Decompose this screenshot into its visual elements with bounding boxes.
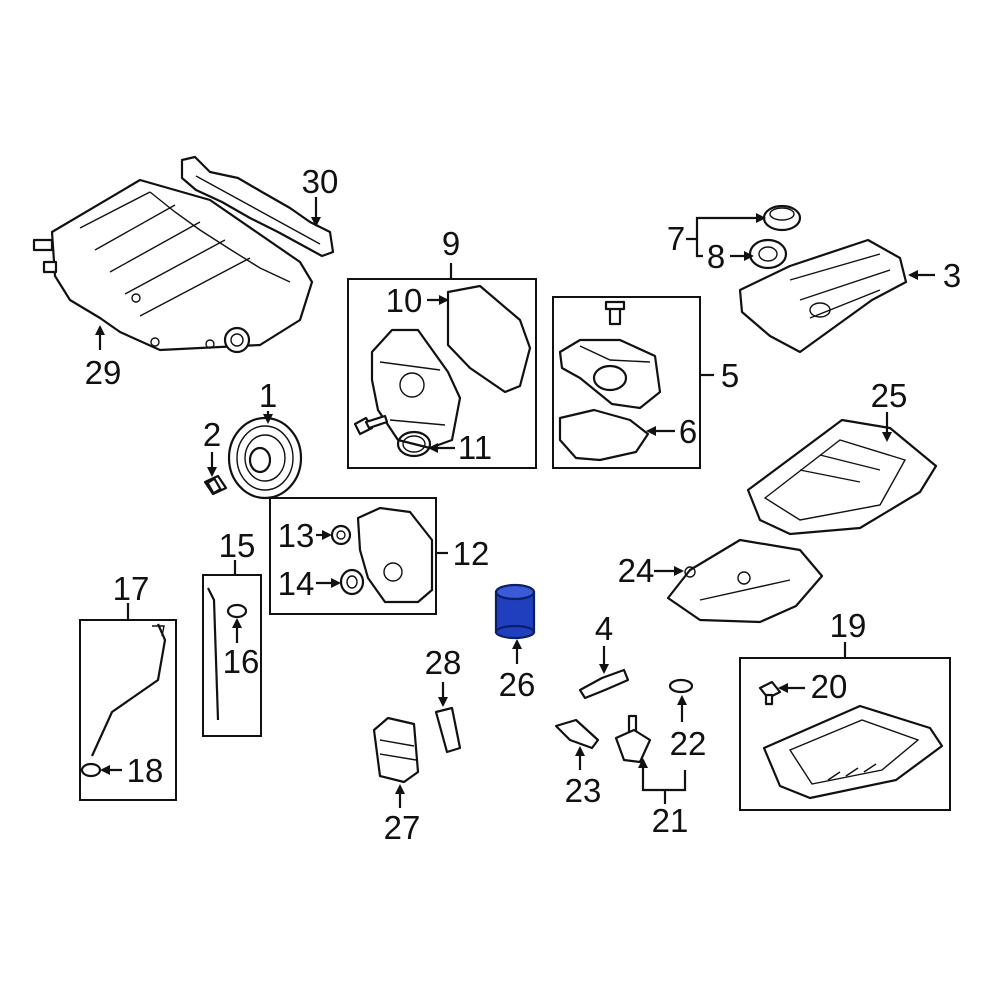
leader-7a [686,213,766,241]
callout-15: 15 [219,527,256,564]
dipstick-tube-part [90,623,167,757]
callout-27: 27 [384,809,421,846]
callout-2: 2 [203,416,221,453]
callout-17: 17 [113,570,150,607]
callout-16: 16 [223,643,260,680]
callout-18: 18 [127,752,164,789]
timing-cover-gasket-part [446,284,532,394]
callout-29: 29 [85,354,122,391]
upper-oil-pan-part [746,418,938,536]
callout-8: 8 [707,238,725,275]
callout-24: 24 [618,552,655,589]
manifold-gasket-part [180,155,335,258]
callout-4: 4 [595,610,613,647]
callout-5: 5 [721,357,739,394]
filler-seal-part [748,238,788,270]
valve-cover-part [738,238,908,354]
callout-25: 25 [871,377,908,414]
callout-19: 19 [830,607,867,644]
oil-cooler-part [372,716,420,784]
leader-7b [695,239,703,258]
sensor-23-part [554,718,600,750]
crank-pulley-part [227,416,303,500]
callout-3: 3 [943,257,961,294]
callout-13: 13 [278,517,315,554]
group-box-5 [552,296,701,469]
seal-14-part [339,568,365,596]
callout-26: 26 [499,666,536,703]
pulley-bolt-part [203,474,228,496]
pump-gasket-part [558,408,650,462]
filler-seal-inner [758,246,778,262]
seal-13-part [330,524,352,546]
oil-baffle-part [666,538,824,624]
callout-1: 1 [259,377,277,414]
callout-11: 11 [458,429,492,466]
callout-30: 30 [302,163,339,200]
callout-6: 6 [679,413,697,450]
callout-7: 7 [667,220,685,257]
intake-manifold-part [32,178,314,354]
oring-11-inner [402,435,426,453]
dipstick-oring-part [226,603,248,619]
callout-21: 21 [652,802,689,839]
oil-filter-part [494,583,536,640]
callout-22: 22 [670,725,707,762]
tube-oring-part [80,762,102,778]
oil-filler-cap-part [762,204,802,232]
pump-bracket-part [558,300,662,410]
pan-bolt-part [758,680,782,706]
callout-23: 23 [565,772,602,809]
manifold-gasket-detail [195,175,321,245]
callout-28: 28 [425,644,462,681]
gasket-28-part [434,706,462,754]
cover-bolt-part [353,414,389,436]
leader-21-bracket [641,770,687,792]
callout-10: 10 [386,282,423,319]
callout-9: 9 [442,225,460,262]
group-box-15 [202,574,262,737]
dipstick-tube-top [152,625,165,637]
group-box-12 [269,497,437,615]
callout-12: 12 [453,535,490,572]
sensor-4-part [578,668,630,700]
group-box-9 [347,278,537,469]
plug-seal-part [668,678,694,694]
level-sensor-part [614,714,652,764]
callout-20: 20 [811,668,848,705]
timing-cover-part [370,328,462,450]
rear-cover-part [356,506,434,604]
callout-14: 14 [278,565,315,602]
dipstick-part [207,587,220,721]
lower-oil-pan-part [762,704,944,800]
